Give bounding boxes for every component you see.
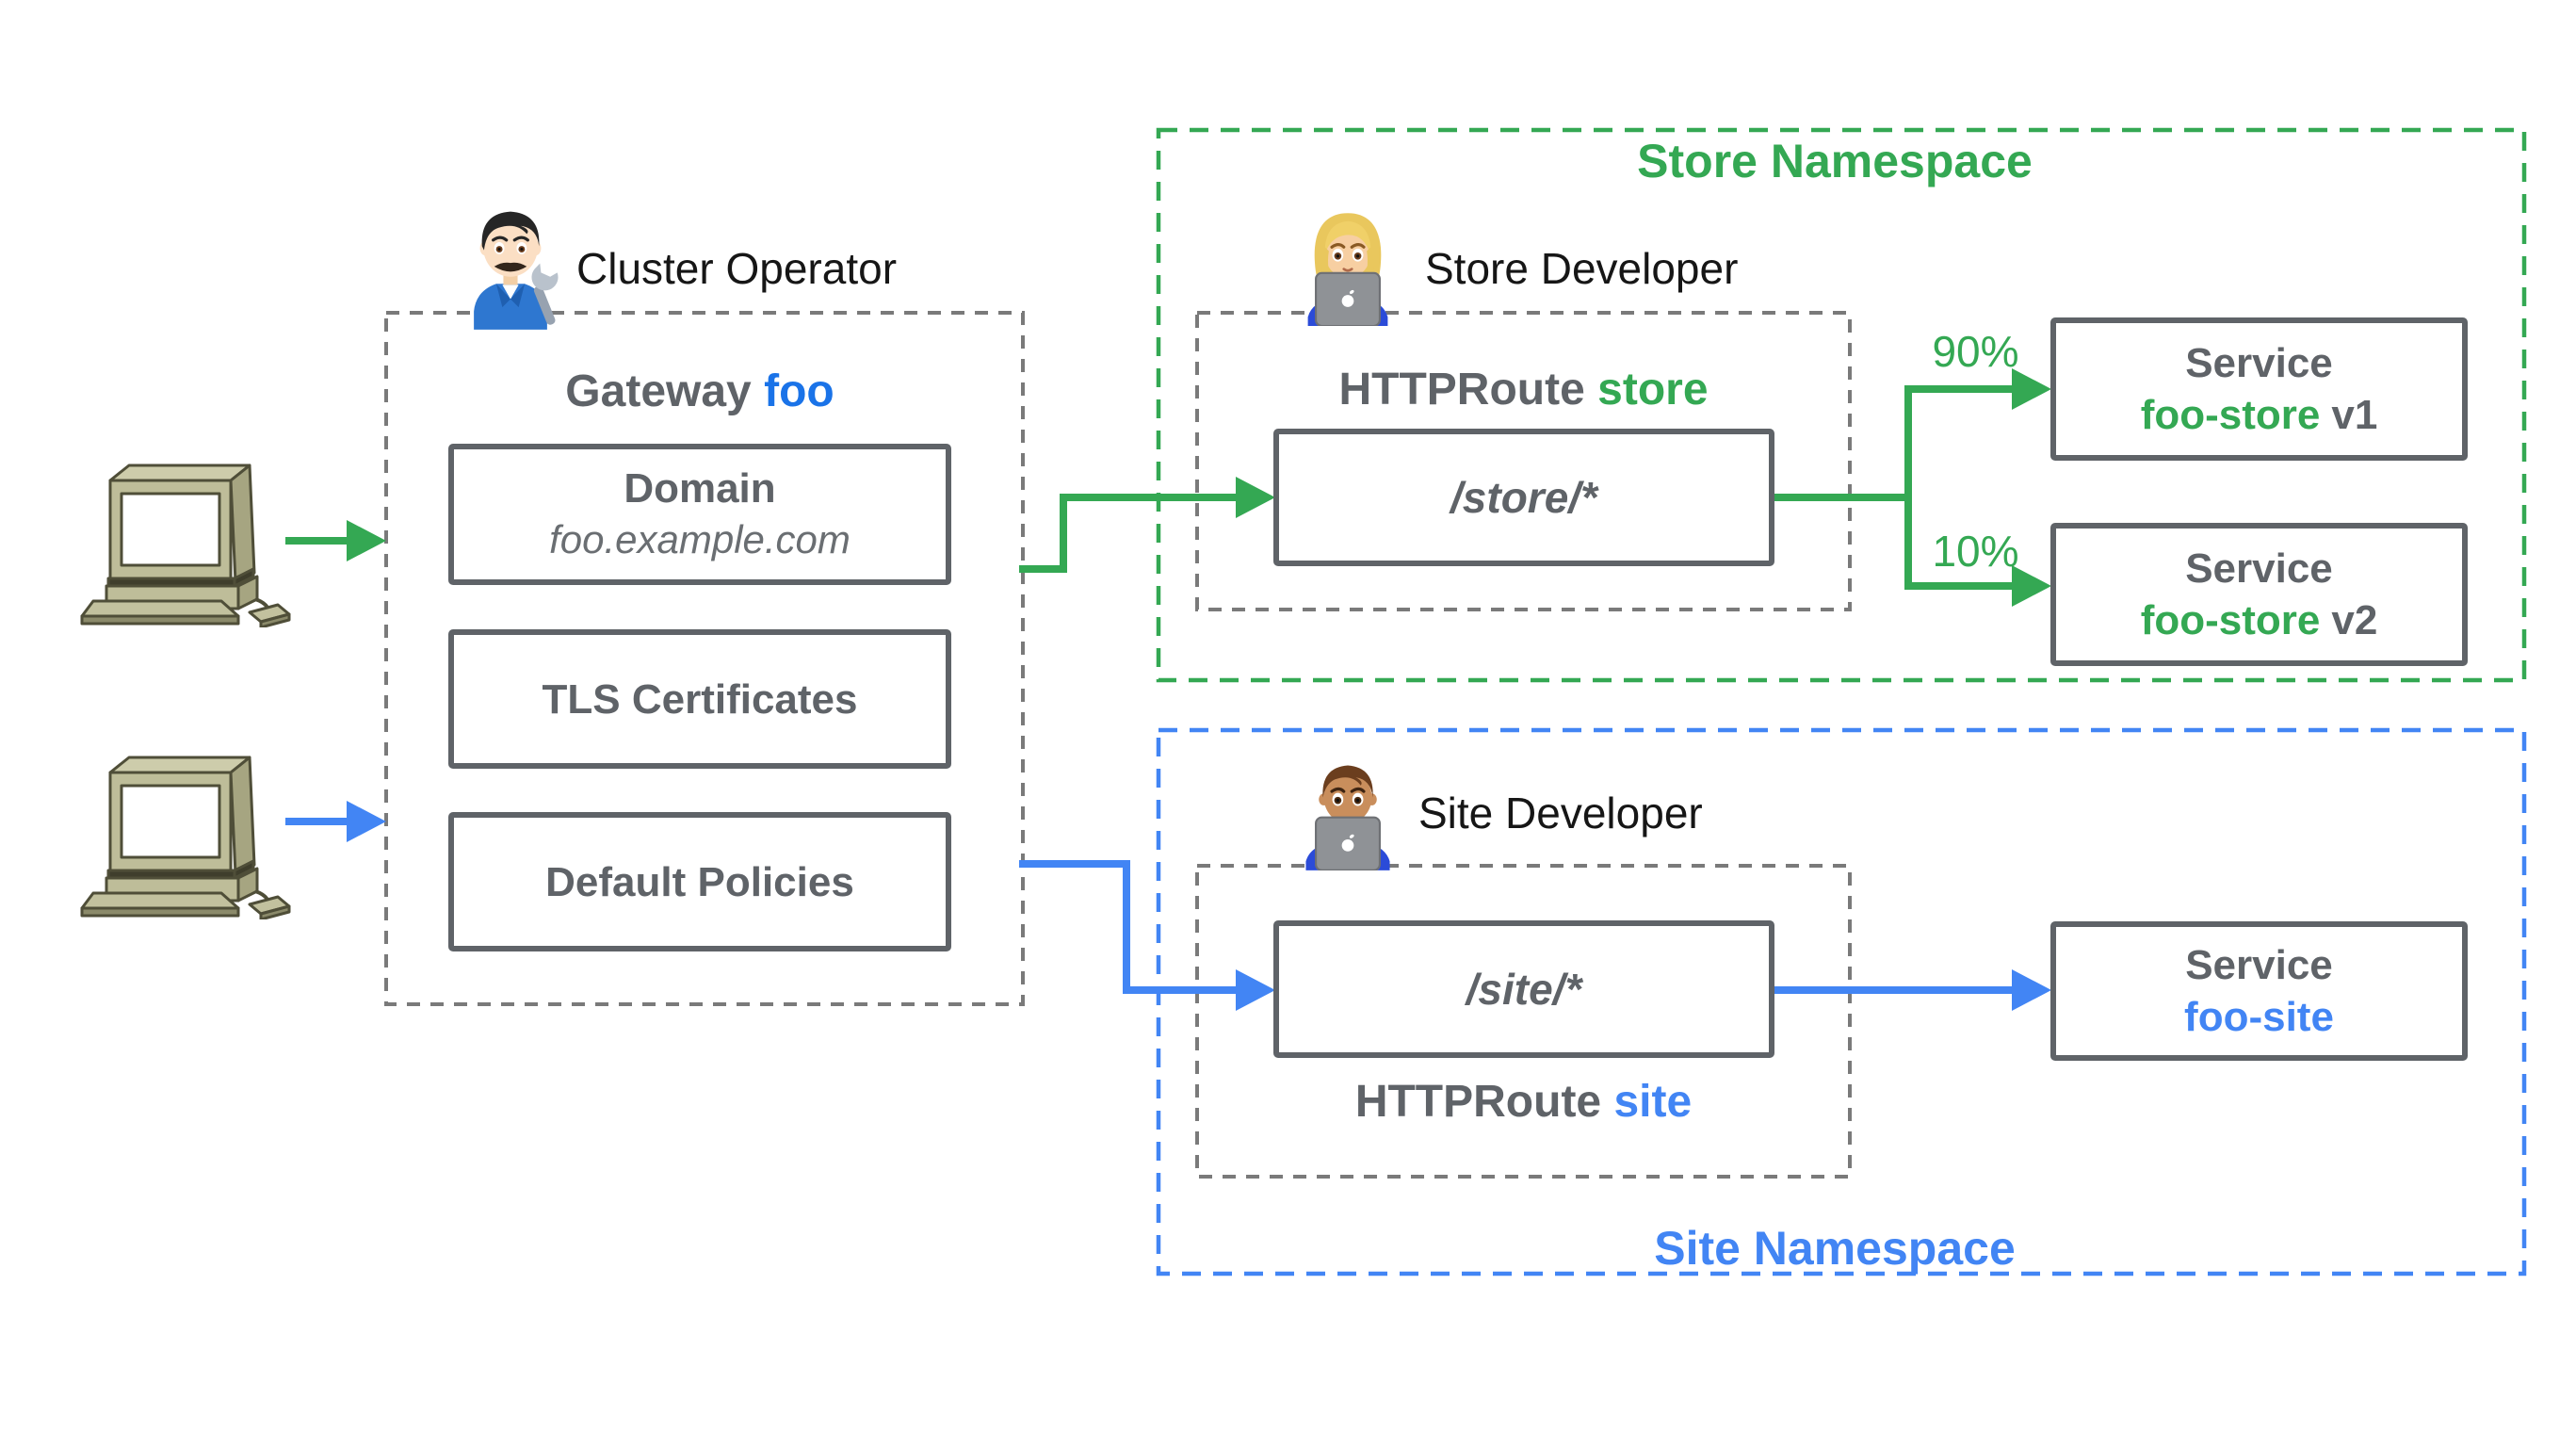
httproute-site-label: HTTPRoute site — [1197, 1076, 1850, 1128]
client-computer-icon — [80, 756, 291, 919]
store-developer-label: Store Developer — [1425, 244, 1739, 293]
httproute-store-dashed-box — [1195, 311, 1852, 611]
gateway-title-prefix: Gateway — [565, 366, 752, 416]
gateway-tls-box: TLS Certificates — [448, 629, 951, 769]
httproute-store-name: store — [1597, 365, 1709, 415]
man-technologist-icon — [1305, 765, 1390, 870]
service-foo-store-v1-box: Service foo-store v1 — [2050, 317, 2468, 461]
policies-title: Default Policies — [545, 858, 854, 905]
store-route-path-box: /store/* — [1273, 429, 1774, 566]
domain-value: foo.example.com — [549, 517, 851, 562]
gateway-name: foo — [764, 366, 834, 416]
service-foo-site-box: Service foo-site — [2050, 921, 2468, 1061]
client2-to-gateway-arrow — [285, 801, 386, 842]
client1-to-gateway-arrow — [285, 520, 386, 561]
service-version: v1 — [2331, 392, 2378, 438]
httproute-site-name: site — [1613, 1077, 1693, 1127]
site-route-path: /site/* — [1466, 965, 1582, 1014]
site-route-path-box: /site/* — [1273, 920, 1774, 1058]
laptop-icon — [1315, 271, 1381, 326]
site-developer-label: Site Developer — [1418, 789, 1703, 837]
service-name: foo-store — [2140, 597, 2321, 643]
service-title: Service — [2185, 340, 2333, 386]
gateway-to-store-route-arrow — [1019, 477, 1275, 573]
store-route-to-services-split — [1774, 368, 2051, 607]
service-version: v2 — [2331, 597, 2378, 643]
traffic-weight-10: 10% — [1932, 527, 2019, 576]
man-mechanic-icon — [474, 211, 559, 330]
wrench-icon — [531, 263, 559, 325]
gateway-policies-box: Default Policies — [448, 812, 951, 951]
service-foo-store-v2-box: Service foo-store v2 — [2050, 523, 2468, 666]
httproute-site-prefix: HTTPRoute — [1354, 1077, 1602, 1127]
httproute-store-prefix: HTTPRoute — [1338, 365, 1585, 415]
laptop-icon — [1315, 816, 1381, 870]
gateway-title: Gateway foo — [448, 366, 951, 417]
store-route-path: /store/* — [1450, 473, 1597, 522]
tls-title: TLS Certificates — [542, 675, 858, 723]
site-namespace-dashed-box — [1156, 727, 2527, 1277]
site-namespace-label: Site Namespace — [1654, 1222, 2016, 1275]
woman-technologist-icon — [1307, 213, 1388, 326]
store-namespace-label: Store Namespace — [1637, 135, 2033, 187]
service-title: Service — [2185, 942, 2333, 988]
store-namespace-dashed-box — [1156, 127, 2527, 683]
service-name: foo-store — [2140, 392, 2321, 438]
service-title: Service — [2185, 545, 2333, 592]
httproute-store-label: HTTPRoute store — [1197, 364, 1850, 415]
client-computer-icon — [80, 463, 291, 627]
domain-title: Domain — [624, 465, 776, 512]
cluster-operator-label: Cluster Operator — [576, 244, 898, 293]
service-name: foo-site — [2184, 994, 2334, 1040]
gateway-to-site-route-arrow — [1019, 860, 1275, 1011]
site-route-to-service-arrow — [1774, 969, 2051, 1011]
gateway-dashed-box — [384, 311, 1025, 1006]
gateway-domain-box: Domain foo.example.com — [448, 444, 951, 585]
httproute-site-dashed-box — [1195, 864, 1852, 1179]
traffic-weight-90: 90% — [1932, 327, 2019, 376]
